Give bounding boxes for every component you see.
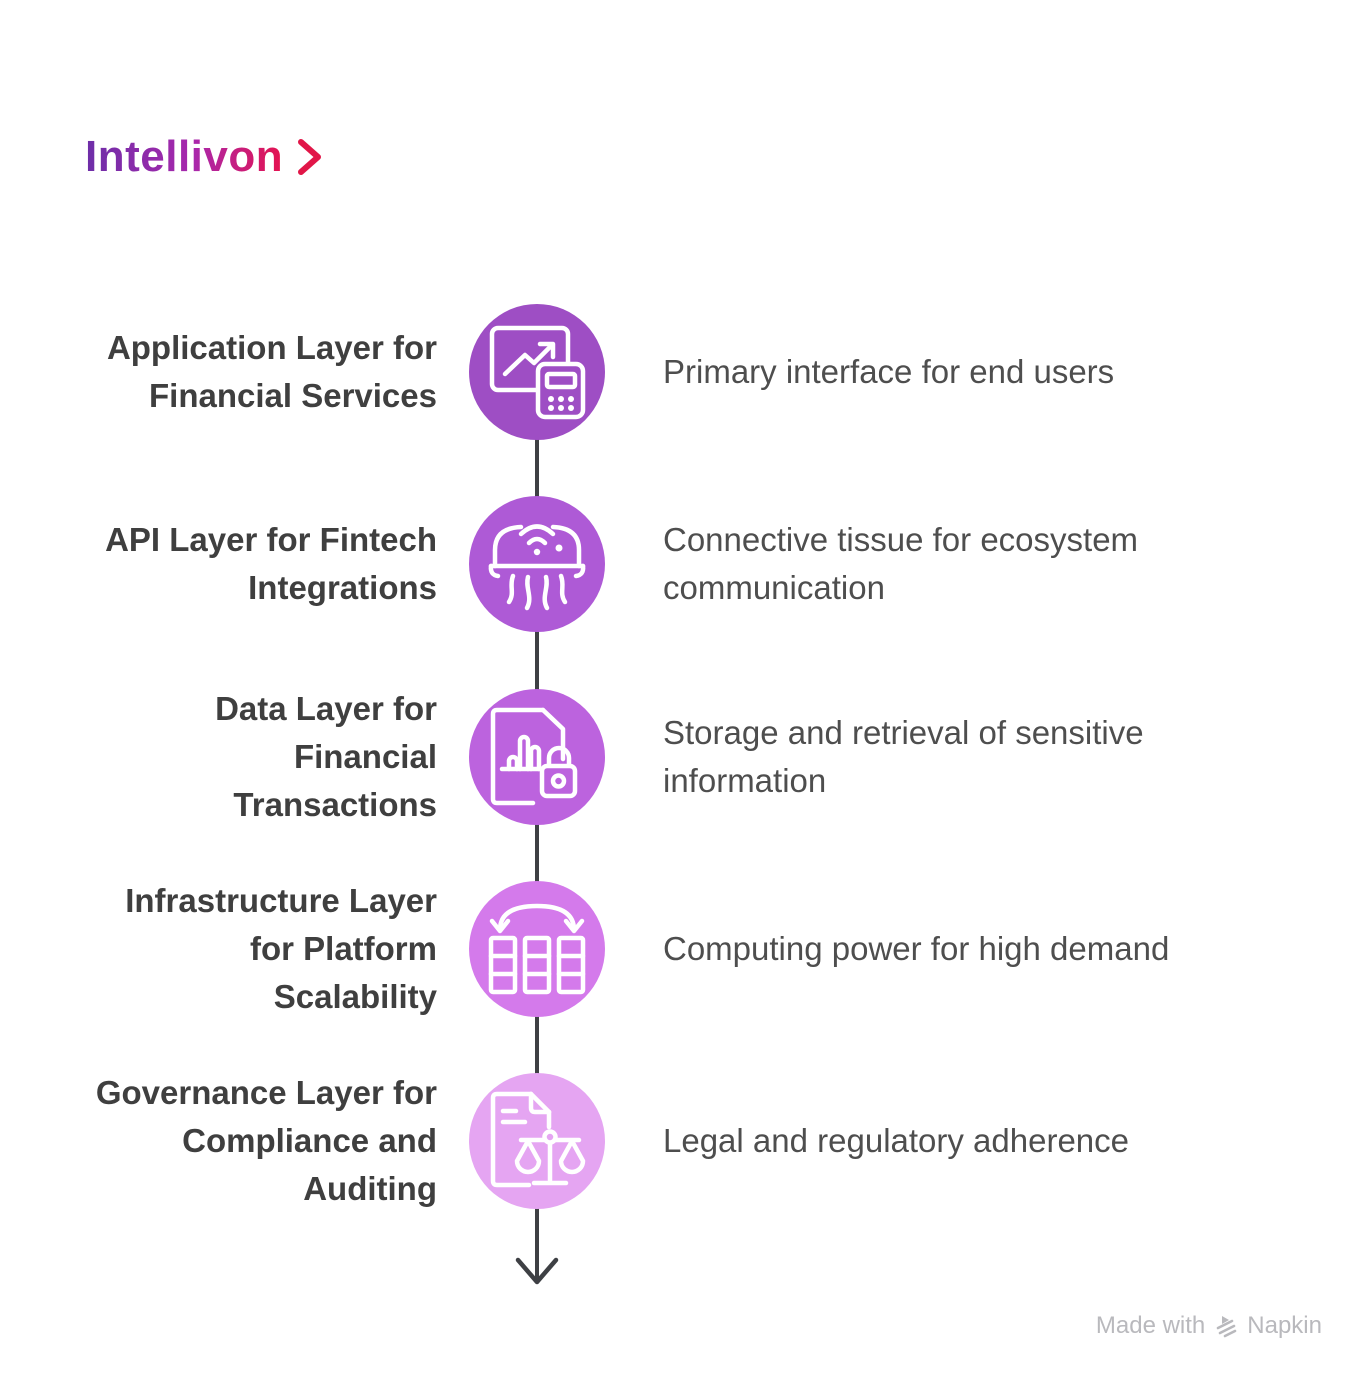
- layer-4-description: Computing power for high demand: [663, 930, 1170, 967]
- layer-4-circle: [469, 881, 605, 1017]
- layer-2-description: Connective tissue for ecosystem communic…: [663, 521, 1139, 606]
- logo-text: Intellivon: [85, 132, 284, 181]
- layer-3-circle: [469, 689, 605, 825]
- napkin-logo-icon: [1216, 1316, 1237, 1338]
- chart-calculator-icon: [489, 325, 586, 420]
- layer-1-title: Application Layer for Financial Services: [106, 329, 437, 414]
- layer-2-circle: [469, 496, 605, 632]
- layer-1-description: Primary interface for end users: [663, 353, 1115, 390]
- document-scales-icon: [490, 1091, 586, 1188]
- timeline-line: [535, 372, 539, 1283]
- api-connector-icon: [488, 524, 586, 611]
- document-lock-icon: [490, 707, 578, 806]
- layer-1-circle: [469, 304, 605, 440]
- layer-3-description: Storage and retrieval of sensitive infor…: [663, 714, 1144, 799]
- napkin-brand-text: Napkin: [1247, 1312, 1322, 1339]
- intellivon-logo: Intellivon: [85, 132, 325, 181]
- layer-5-circle: [469, 1073, 605, 1209]
- layer-5-title: Governance Layer for Compliance and Audi…: [95, 1074, 437, 1207]
- layer-5-description: Legal and regulatory adherence: [663, 1122, 1130, 1159]
- napkin-credit: Made with Napkin: [1096, 1312, 1322, 1340]
- made-with-text: Made with: [1095, 1312, 1206, 1339]
- layer-3-title: Data Layer for Financial Transactions: [215, 690, 437, 823]
- timeline-arrow-icon: [515, 1257, 559, 1285]
- logo-chevron-icon: [298, 139, 322, 176]
- layer-4-title: Infrastructure Layer for Platform Scalab…: [125, 882, 437, 1015]
- layer-2-title: API Layer for Fintech Integrations: [105, 521, 437, 606]
- server-scaling-icon: [488, 903, 586, 995]
